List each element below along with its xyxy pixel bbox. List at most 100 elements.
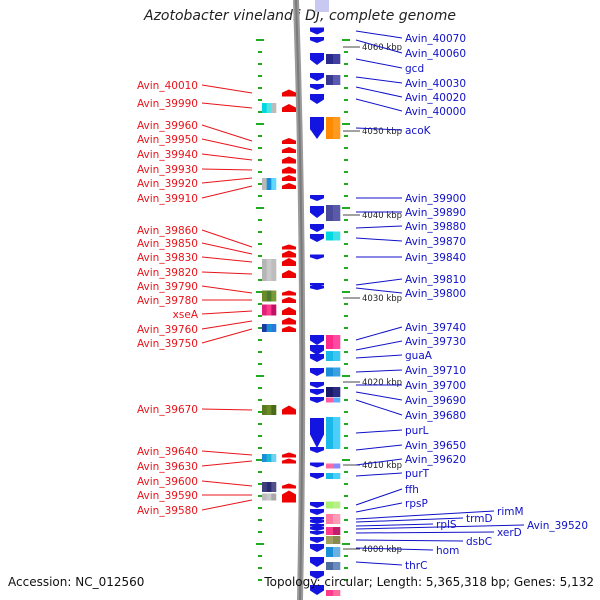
forward-gene-arrow: [282, 166, 296, 174]
right-track-segment: [333, 54, 341, 64]
forward-gene-arrow: [282, 290, 296, 296]
right-gene-label: purT: [405, 468, 430, 480]
right-gene-connector: [355, 237, 403, 242]
accession-text: Accession: NC_012560: [8, 575, 145, 589]
right-gene-label: rplS: [436, 519, 457, 531]
right-track-segment: [326, 501, 334, 509]
left-gene-label: Avin_39750: [137, 338, 198, 350]
right-gene-connector: [355, 488, 403, 506]
left-track-segment: [266, 259, 272, 281]
right-gene-label: hom: [436, 545, 459, 557]
right-gene-label: Avin_40020: [405, 92, 466, 104]
right-track-segment: [326, 351, 334, 361]
right-track-segment: [326, 397, 334, 403]
reverse-gene-arrow: [310, 254, 324, 260]
reverse-gene-arrow: [310, 368, 324, 376]
reverse-gene-arrow: [310, 585, 324, 595]
left-track-segment: [262, 304, 267, 316]
reverse-gene-arrow: [310, 447, 324, 453]
right-track-segment: [333, 590, 341, 596]
right-gene-label: rimM: [497, 506, 524, 518]
forward-gene-arrow: [282, 458, 296, 464]
left-track-segment: [266, 405, 272, 415]
right-track-segment: [326, 417, 334, 449]
left-track-segment: [271, 290, 277, 302]
right-gene-label: Avin_39900: [405, 193, 466, 205]
left-track-segment: [266, 482, 272, 492]
right-gene-connector: [355, 429, 403, 434]
left-track-segment: [262, 259, 267, 281]
right-gene-connector: [355, 517, 464, 523]
right-gene-label: Avin_39730: [405, 336, 466, 348]
left-gene-label: Avin_39590: [137, 490, 198, 502]
left-gene-label: Avin_39920: [137, 178, 198, 190]
kbp-marker-label: 4050 kbp: [362, 127, 402, 137]
left-track-segment: [271, 324, 277, 332]
reverse-gene-arrow: [310, 389, 324, 395]
forward-gene-arrow: [282, 452, 296, 458]
left-gene-label: Avin_39940: [137, 149, 198, 161]
right-track-segment: [326, 75, 334, 85]
topology-text: Topology: circular; Length: 5,365,318 bp…: [264, 575, 594, 589]
right-gene-connector: [355, 30, 403, 39]
right-gene-label: Avin_39840: [405, 252, 466, 264]
right-gene-label: purL: [405, 425, 429, 437]
right-gene-label: gcd: [405, 63, 424, 75]
right-gene-label: Avin_39810: [405, 274, 466, 286]
right-gene-connector: [355, 524, 525, 530]
left-gene-connector: [201, 153, 253, 161]
left-gene-connector: [201, 460, 253, 467]
reverse-gene-arrow: [310, 557, 324, 567]
kbp-marker-label: 4030 kbp: [362, 294, 402, 304]
right-track-segment: [326, 536, 334, 544]
forward-gene-arrow: [282, 156, 296, 164]
left-gene-connector: [201, 285, 253, 294]
right-gene-connector: [355, 399, 403, 416]
kbp-marker-label: 4060 kbp: [362, 43, 402, 53]
reverse-gene-arrow: [310, 537, 324, 543]
right-gene-label: Avin_39800: [405, 288, 466, 300]
left-gene-label: Avin_39910: [137, 193, 198, 205]
right-gene-connector: [355, 127, 403, 131]
left-gene-label: Avin_39780: [137, 295, 198, 307]
right-track-segment: [333, 473, 341, 479]
left-track-segment: [262, 178, 267, 190]
right-track-segment: [326, 117, 334, 139]
right-gene-connector: [355, 98, 403, 112]
left-gene-label: Avin_39600: [137, 476, 198, 488]
right-gene-label: Avin_39680: [405, 410, 466, 422]
left-gene-connector: [201, 84, 253, 94]
reverse-gene-arrow: [310, 509, 324, 515]
right-gene-label: ffh: [405, 484, 419, 496]
forward-gene-arrow: [282, 250, 296, 258]
left-gene-label: Avin_39860: [137, 225, 198, 237]
reverse-gene-arrow: [310, 224, 324, 232]
reverse-gene-arrow: [310, 195, 324, 201]
kbp-marker-label: 4000 kbp: [362, 545, 402, 555]
right-track-segment: [333, 231, 341, 241]
forward-gene-arrow: [282, 497, 296, 503]
right-gene-connector: [355, 444, 403, 451]
right-track-segment: [333, 562, 341, 570]
right-gene-label: Avin_39710: [405, 365, 466, 377]
reverse-gene-arrow: [310, 527, 324, 531]
left-gene-connector: [201, 499, 253, 511]
forward-gene-arrow: [282, 183, 296, 189]
right-track-segment: [333, 397, 341, 403]
right-track-segment: [326, 527, 334, 535]
left-gene-connector: [201, 480, 253, 487]
right-track-segment: [333, 514, 341, 524]
left-gene-label: Avin_39820: [137, 267, 198, 279]
left-gene-connector: [201, 328, 253, 344]
reverse-gene-arrow: [310, 206, 324, 218]
reverse-gene-arrow: [310, 502, 324, 508]
right-gene-connector: [355, 76, 403, 84]
right-track-segment: [326, 562, 334, 570]
left-gene-label: Avin_39960: [137, 120, 198, 132]
right-gene-connector: [355, 391, 403, 401]
left-gene-connector: [201, 408, 253, 411]
right-gene-connector: [355, 86, 403, 98]
reverse-gene-arrow: [310, 234, 324, 242]
